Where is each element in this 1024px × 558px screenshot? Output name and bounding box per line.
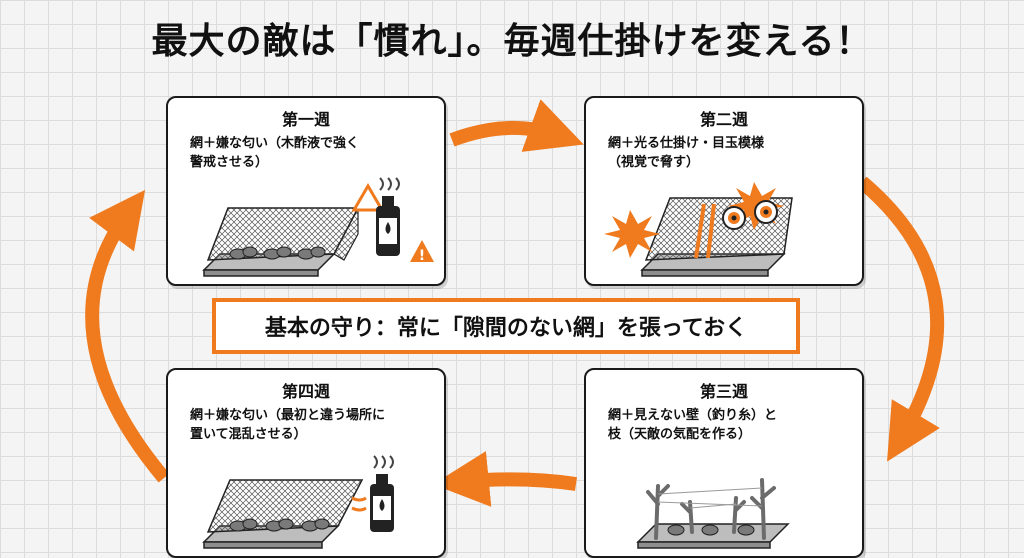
- week4-illustration: [202, 455, 394, 549]
- week4-card: 第四週 網＋嫌な匂い（最初と違う場所に 置いて混乱させる）: [166, 368, 446, 558]
- week1-desc: 網＋嫌な匂い（木酢液で強く 警戒させる）: [190, 134, 434, 172]
- plant-icon: [667, 524, 755, 536]
- net-icon: [202, 479, 364, 549]
- week3-desc: 網＋見えない壁（釣り糸）と 枝（天敵の気配を作る）: [608, 406, 852, 444]
- week2-title: 第二週: [699, 110, 748, 129]
- fishing-line: [657, 487, 763, 509]
- eyeball-icon: [722, 200, 778, 230]
- week1-desc-line1: 網＋嫌な匂い（木酢液で強く: [190, 136, 360, 151]
- bottle-icon: [351, 455, 394, 532]
- net-icon: [202, 207, 360, 277]
- week2-illustration: [604, 182, 793, 277]
- week1-illustration: !: [202, 177, 434, 277]
- arrow-week3-to-week4: [432, 451, 577, 507]
- week3-desc-line1: 網＋見えない壁（釣り糸）と: [608, 408, 778, 423]
- week3-title: 第三週: [699, 382, 748, 401]
- bottle-icon: [376, 177, 400, 256]
- center-banner: 基本の守り：常に「隙間のない網」を張っておく: [212, 298, 800, 354]
- week4-desc-line2: 置いて混乱させる）: [190, 427, 307, 442]
- week3-illustration: [636, 478, 790, 549]
- page-title: 最大の敵は「慣れ」。毎週仕掛けを変える！: [151, 21, 873, 62]
- arrow-week2-to-week3: [857, 176, 945, 462]
- week1-desc-line2: 警戒させる）: [190, 155, 269, 170]
- week2-desc-line1: 網＋光る仕掛け・目玉模様: [608, 136, 765, 151]
- warning-icon: !: [351, 183, 434, 264]
- svg-text:!: !: [419, 248, 425, 264]
- plant-icon: [229, 518, 330, 532]
- week3-desc-line2: 枝（天敵の気配を作る）: [608, 427, 752, 442]
- week4-desc: 網＋嫌な匂い（最初と違う場所に 置いて混乱させる）: [190, 406, 434, 444]
- week3-card: 第三週 網＋見えない壁（釣り糸）と 枝（天敵の気配を作る）: [584, 368, 864, 558]
- week4-desc-line1: 網＋嫌な匂い（最初と違う場所に: [190, 408, 386, 423]
- arrow-week4-to-week1: [85, 189, 170, 483]
- week2-desc-line2: （視覚で脅す）: [608, 155, 700, 170]
- plant-icon: [229, 246, 326, 260]
- week1-card: 第一週 網＋嫌な匂い（木酢液で強く 警戒させる） !: [166, 96, 446, 286]
- week2-card: 第二週 網＋光る仕掛け・目玉模様 （視覚で脅す）: [584, 96, 864, 286]
- week1-title: 第一週: [281, 110, 330, 129]
- shiny-tape: [694, 203, 716, 259]
- arrow-week1-to-week2: [449, 99, 584, 152]
- week4-title: 第四週: [281, 382, 330, 401]
- week2-desc: 網＋光る仕掛け・目玉模様 （視覚で脅す）: [608, 134, 852, 172]
